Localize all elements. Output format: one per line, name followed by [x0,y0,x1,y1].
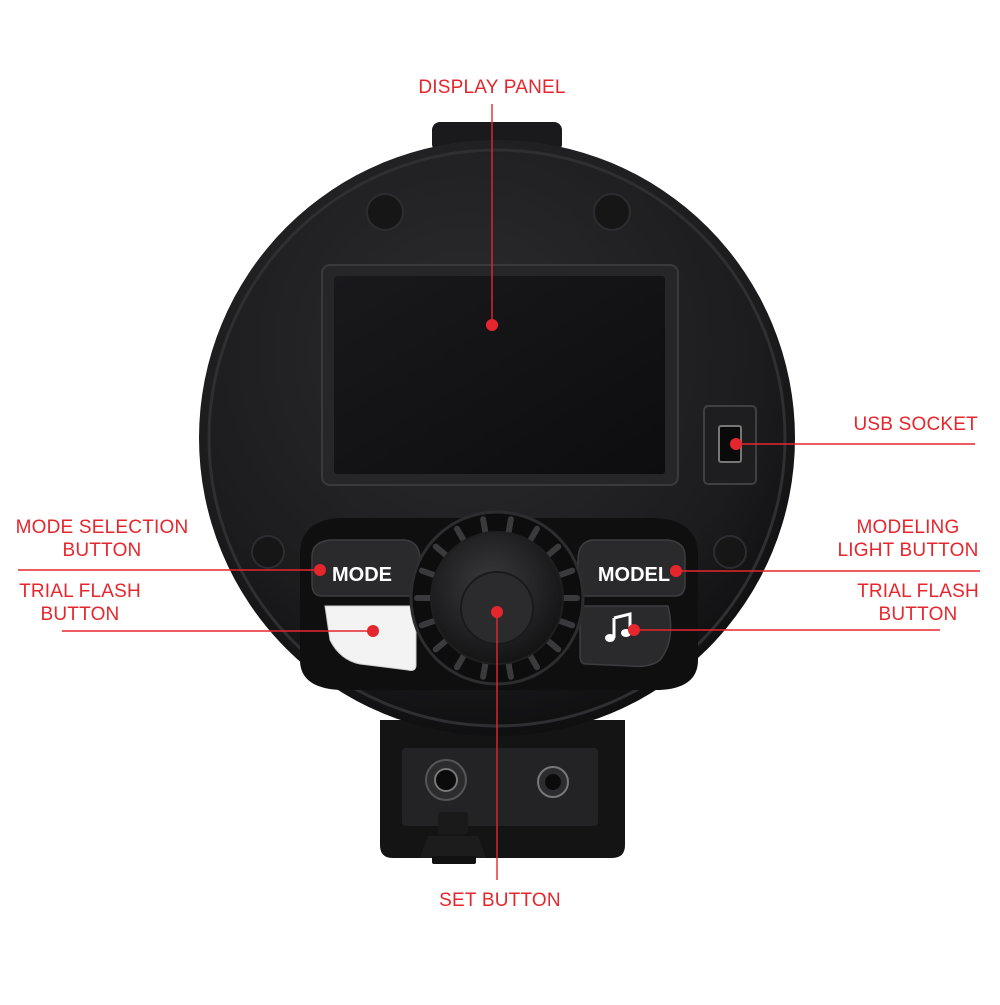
label-trial-flash-left: TRIAL FLASH BUTTON [8,580,152,626]
label-trial-flash-left-line1: TRIAL FLASH [19,581,141,602]
label-display-panel: DISPLAY PANEL [392,76,592,99]
dimple-top-right [593,193,631,231]
label-set-button-text: SET BUTTON [439,890,561,911]
model-button[interactable] [577,539,686,597]
label-display-panel-text: DISPLAY PANEL [418,77,566,98]
dot-display-panel [486,319,498,331]
mode-button[interactable] [311,539,421,597]
label-trial-flash-right-line1: TRIAL FLASH [857,581,979,602]
label-usb-socket: USB SOCKET [780,413,978,436]
bottom-screw-knob [420,812,486,864]
dimple-mid-left [251,535,285,569]
dot-usb-socket [730,438,742,450]
label-usb-socket-text: USB SOCKET [853,414,978,435]
label-mode-selection-line2: BUTTON [62,540,142,561]
label-mode-selection: MODE SELECTION BUTTON [10,516,194,562]
label-mode-selection-line1: MODE SELECTION [15,517,189,538]
label-modeling-light-line2: LIGHT BUTTON [837,540,979,561]
annotation-dots [314,319,742,637]
label-trial-flash-right-line2: BUTTON [878,604,958,625]
dot-modeling-light [670,565,682,577]
dimple-top-left [366,193,404,231]
dot-trial-flash-left [367,625,379,637]
label-set-button: SET BUTTON [400,889,600,912]
label-modeling-light: MODELING LIGHT BUTTON [826,516,990,562]
dimple-mid-right [713,535,747,569]
sync-jack-left [425,759,467,801]
dot-mode-selection [314,564,326,576]
annotation-lines [18,104,980,880]
label-modeling-light-line1: MODELING [856,517,960,538]
model-button-label: MODEL [598,564,670,586]
dot-set-button [491,606,503,618]
sync-jack-right [537,766,569,798]
dot-trial-flash-right [628,624,640,636]
label-trial-flash-left-line2: BUTTON [40,604,120,625]
display-screen [334,276,665,474]
label-trial-flash-right: TRIAL FLASH BUTTON [846,580,990,626]
mode-button-label: MODE [332,564,392,586]
